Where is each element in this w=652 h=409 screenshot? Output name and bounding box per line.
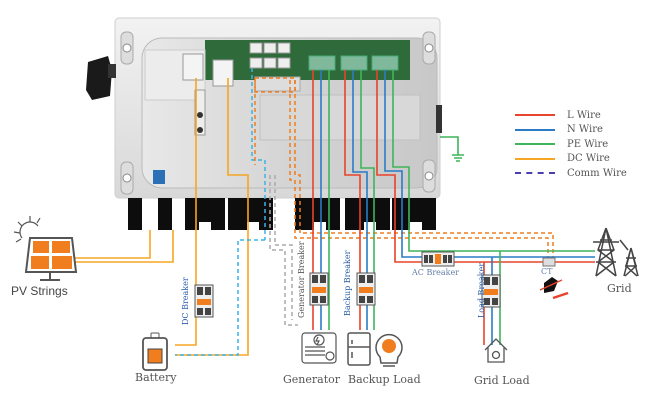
legend-label: PE Wire (567, 138, 609, 150)
light-bulb-icon (375, 333, 403, 367)
wire-legend: L Wire N Wire PE Wire DC Wire Comm Wire (515, 108, 635, 181)
backup-load-label: Backup Load (348, 373, 421, 386)
generator-icon (301, 332, 337, 364)
grid-wires (376, 70, 595, 345)
house-load-icon (484, 338, 508, 363)
backup-breaker-icon (356, 272, 376, 306)
load-breaker-icon (481, 274, 501, 308)
legend-label: L Wire (567, 109, 601, 121)
grid-load-label: Grid Load (474, 374, 530, 387)
n-wire-swatch (515, 128, 555, 131)
ct-label: CT (541, 267, 553, 276)
ac-breaker-label: AC Breaker (412, 268, 460, 277)
rj45-ports (249, 42, 291, 69)
comm-wire-swatch (515, 172, 555, 175)
legend-item-pe-wire: PE Wire (515, 137, 635, 152)
dc-switch-knob-icon (86, 56, 116, 100)
ac-breaker-icon (421, 251, 455, 267)
battery-icon (142, 332, 168, 371)
generator-breaker-icon (309, 272, 329, 306)
legend-label: N Wire (567, 124, 603, 136)
ct-sensor-icon (539, 257, 569, 300)
l-wire-swatch (515, 114, 555, 117)
legend-label: Comm Wire (567, 167, 627, 179)
comm-wires (175, 68, 554, 356)
legend-item-dc-wire: DC Wire (515, 152, 635, 167)
ac-terminals (308, 55, 399, 71)
legend-item-l-wire: L Wire (515, 108, 635, 123)
pv-panel-icon (13, 216, 78, 281)
legend-item-n-wire: N Wire (515, 123, 635, 138)
generator-breaker-label: Generator Breaker (297, 241, 306, 318)
ground-icon (440, 136, 464, 162)
dc-breaker-icon (194, 284, 214, 318)
backup-breaker-label: Backup Breaker (343, 250, 352, 316)
grid-tower-icon (593, 227, 639, 277)
dc-breaker-label: DC Breaker (181, 277, 190, 325)
backup-wires (344, 70, 375, 330)
cable-glands (128, 198, 436, 230)
pe-wire-swatch (515, 143, 555, 146)
legend-label: DC Wire (567, 153, 610, 165)
fridge-icon (347, 332, 371, 366)
pv-strings-label: PV Strings (11, 284, 68, 298)
dc-wire-swatch (515, 157, 555, 160)
grid-label: Grid (607, 282, 632, 295)
legend-item-comm-wire: Comm Wire (515, 166, 635, 181)
battery-label: Battery (135, 371, 177, 384)
load-breaker-label: Load Breaker (477, 262, 486, 318)
mount-screw-icon (120, 31, 436, 195)
generator-label: Generator (283, 373, 341, 386)
